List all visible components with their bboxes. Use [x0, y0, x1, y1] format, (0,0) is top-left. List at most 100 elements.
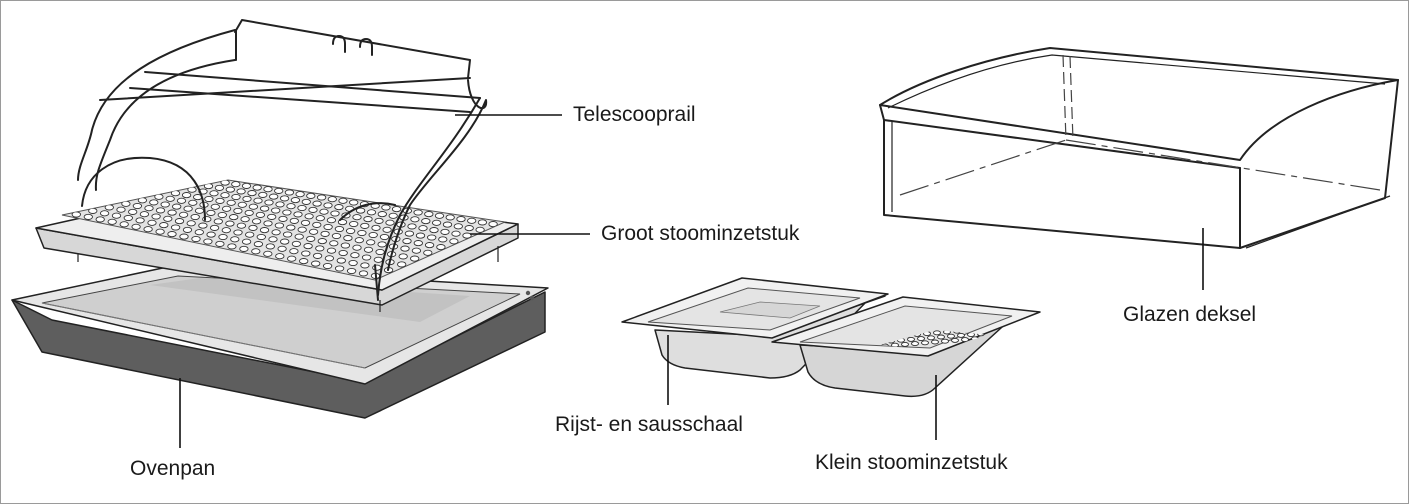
perforation-hole [221, 227, 231, 234]
perforation-hole [366, 239, 376, 246]
perforation-hole [191, 235, 201, 243]
perforation-hole [951, 337, 959, 343]
perforation-hole [304, 213, 314, 220]
perforation-hole [360, 222, 370, 229]
perforation-hole [456, 216, 466, 223]
perforation-hole [248, 203, 259, 210]
perforation-hole [221, 205, 232, 212]
perforation-hole [377, 241, 387, 248]
ovenpan-illustration [11, 265, 549, 419]
perforation-hole [263, 220, 273, 227]
perforation-hole [172, 203, 182, 210]
perforation-hole [917, 336, 925, 342]
perforation-hole [360, 262, 370, 269]
perforation-hole [424, 242, 435, 249]
perforation-hole [231, 181, 241, 188]
perforation-hole [329, 240, 339, 247]
perforation-hole [167, 231, 177, 238]
perforation-hole [135, 217, 145, 224]
perforation-hole [203, 238, 213, 245]
perforation-hole [269, 193, 279, 200]
perforation-hole [245, 231, 255, 238]
perforation-hole [231, 193, 241, 201]
perforation-hole [248, 224, 258, 231]
perforation-hole [467, 217, 477, 224]
perforation-hole [400, 245, 410, 252]
perforation-hole [265, 243, 275, 250]
perforation-hole [931, 339, 939, 345]
perforation-hole [227, 243, 237, 250]
perforation-hole [230, 236, 240, 243]
perforation-hole [423, 249, 433, 256]
perforation-hole [253, 241, 264, 248]
perforation-hole [241, 238, 252, 245]
perforation-hole [445, 214, 455, 221]
perforation-hole [348, 259, 358, 267]
perforation-hole [297, 204, 307, 212]
perforation-hole [436, 244, 446, 251]
perforation-hole [229, 214, 239, 221]
perforation-hole [151, 213, 161, 220]
perforation-hole [334, 204, 344, 211]
perforation-hole [258, 191, 268, 198]
perforation-hole [921, 340, 929, 346]
perforation-hole [415, 232, 426, 239]
perforation-hole [284, 189, 295, 196]
perforation-hole [178, 211, 189, 218]
perforation-hole [388, 212, 398, 219]
perforation-hole [116, 206, 126, 213]
perforation-hole [220, 180, 230, 186]
label-glazen-deksel: Glazen deksel [1123, 303, 1257, 326]
groot-stoominzetstuk-illustration [35, 179, 519, 312]
perforation-hole [209, 224, 220, 231]
perforation-hole [71, 211, 81, 218]
perforation-hole [324, 255, 335, 262]
perforation-hole [282, 231, 293, 238]
perforation-hole [267, 213, 277, 220]
label-ovenpan: Ovenpan [130, 457, 216, 480]
perforation-hole [263, 186, 273, 193]
perforation-hole [381, 204, 391, 211]
perforation-hole [947, 333, 955, 339]
perforation-hole [255, 211, 266, 218]
perforation-hole [291, 240, 302, 247]
perforation-hole [421, 218, 431, 225]
perforation-hole [442, 221, 453, 228]
perforation-hole [174, 218, 185, 225]
perforation-hole [438, 236, 448, 243]
perforation-hole [306, 192, 316, 199]
perforation-hole [303, 243, 313, 250]
perforation-hole [382, 226, 392, 233]
perforation-hole [294, 233, 304, 240]
perforation-hole [202, 216, 212, 223]
perforation-hole [941, 338, 949, 344]
perforation-hole [377, 211, 387, 218]
perforation-hole [352, 244, 362, 251]
perforation-hole [297, 226, 307, 233]
perforation-hole [354, 237, 364, 244]
perforation-hole [139, 211, 150, 218]
perforation-hole [391, 206, 402, 213]
perforation-hole [449, 238, 459, 245]
perforation-hole [247, 190, 257, 197]
perforation-hole [293, 211, 303, 218]
perforation-hole [220, 192, 230, 199]
perforation-hole [957, 332, 965, 338]
perforation-hole [453, 223, 463, 230]
perforation-hole [263, 250, 273, 257]
perforation-hole [275, 253, 285, 260]
perforation-hole [320, 230, 330, 237]
perforation-hole [301, 250, 311, 257]
perforation-hole [413, 240, 423, 247]
perforation-hole [355, 207, 366, 214]
perforation-hole [289, 217, 299, 224]
perforation-hole [241, 182, 252, 189]
perforation-hole [149, 199, 159, 206]
perforation-hole [215, 240, 225, 247]
perforation-hole [338, 197, 348, 204]
perforation-hole [218, 233, 228, 241]
perforation-hole [210, 203, 220, 210]
perforation-hole [278, 215, 288, 222]
perforation-hole [286, 224, 296, 231]
